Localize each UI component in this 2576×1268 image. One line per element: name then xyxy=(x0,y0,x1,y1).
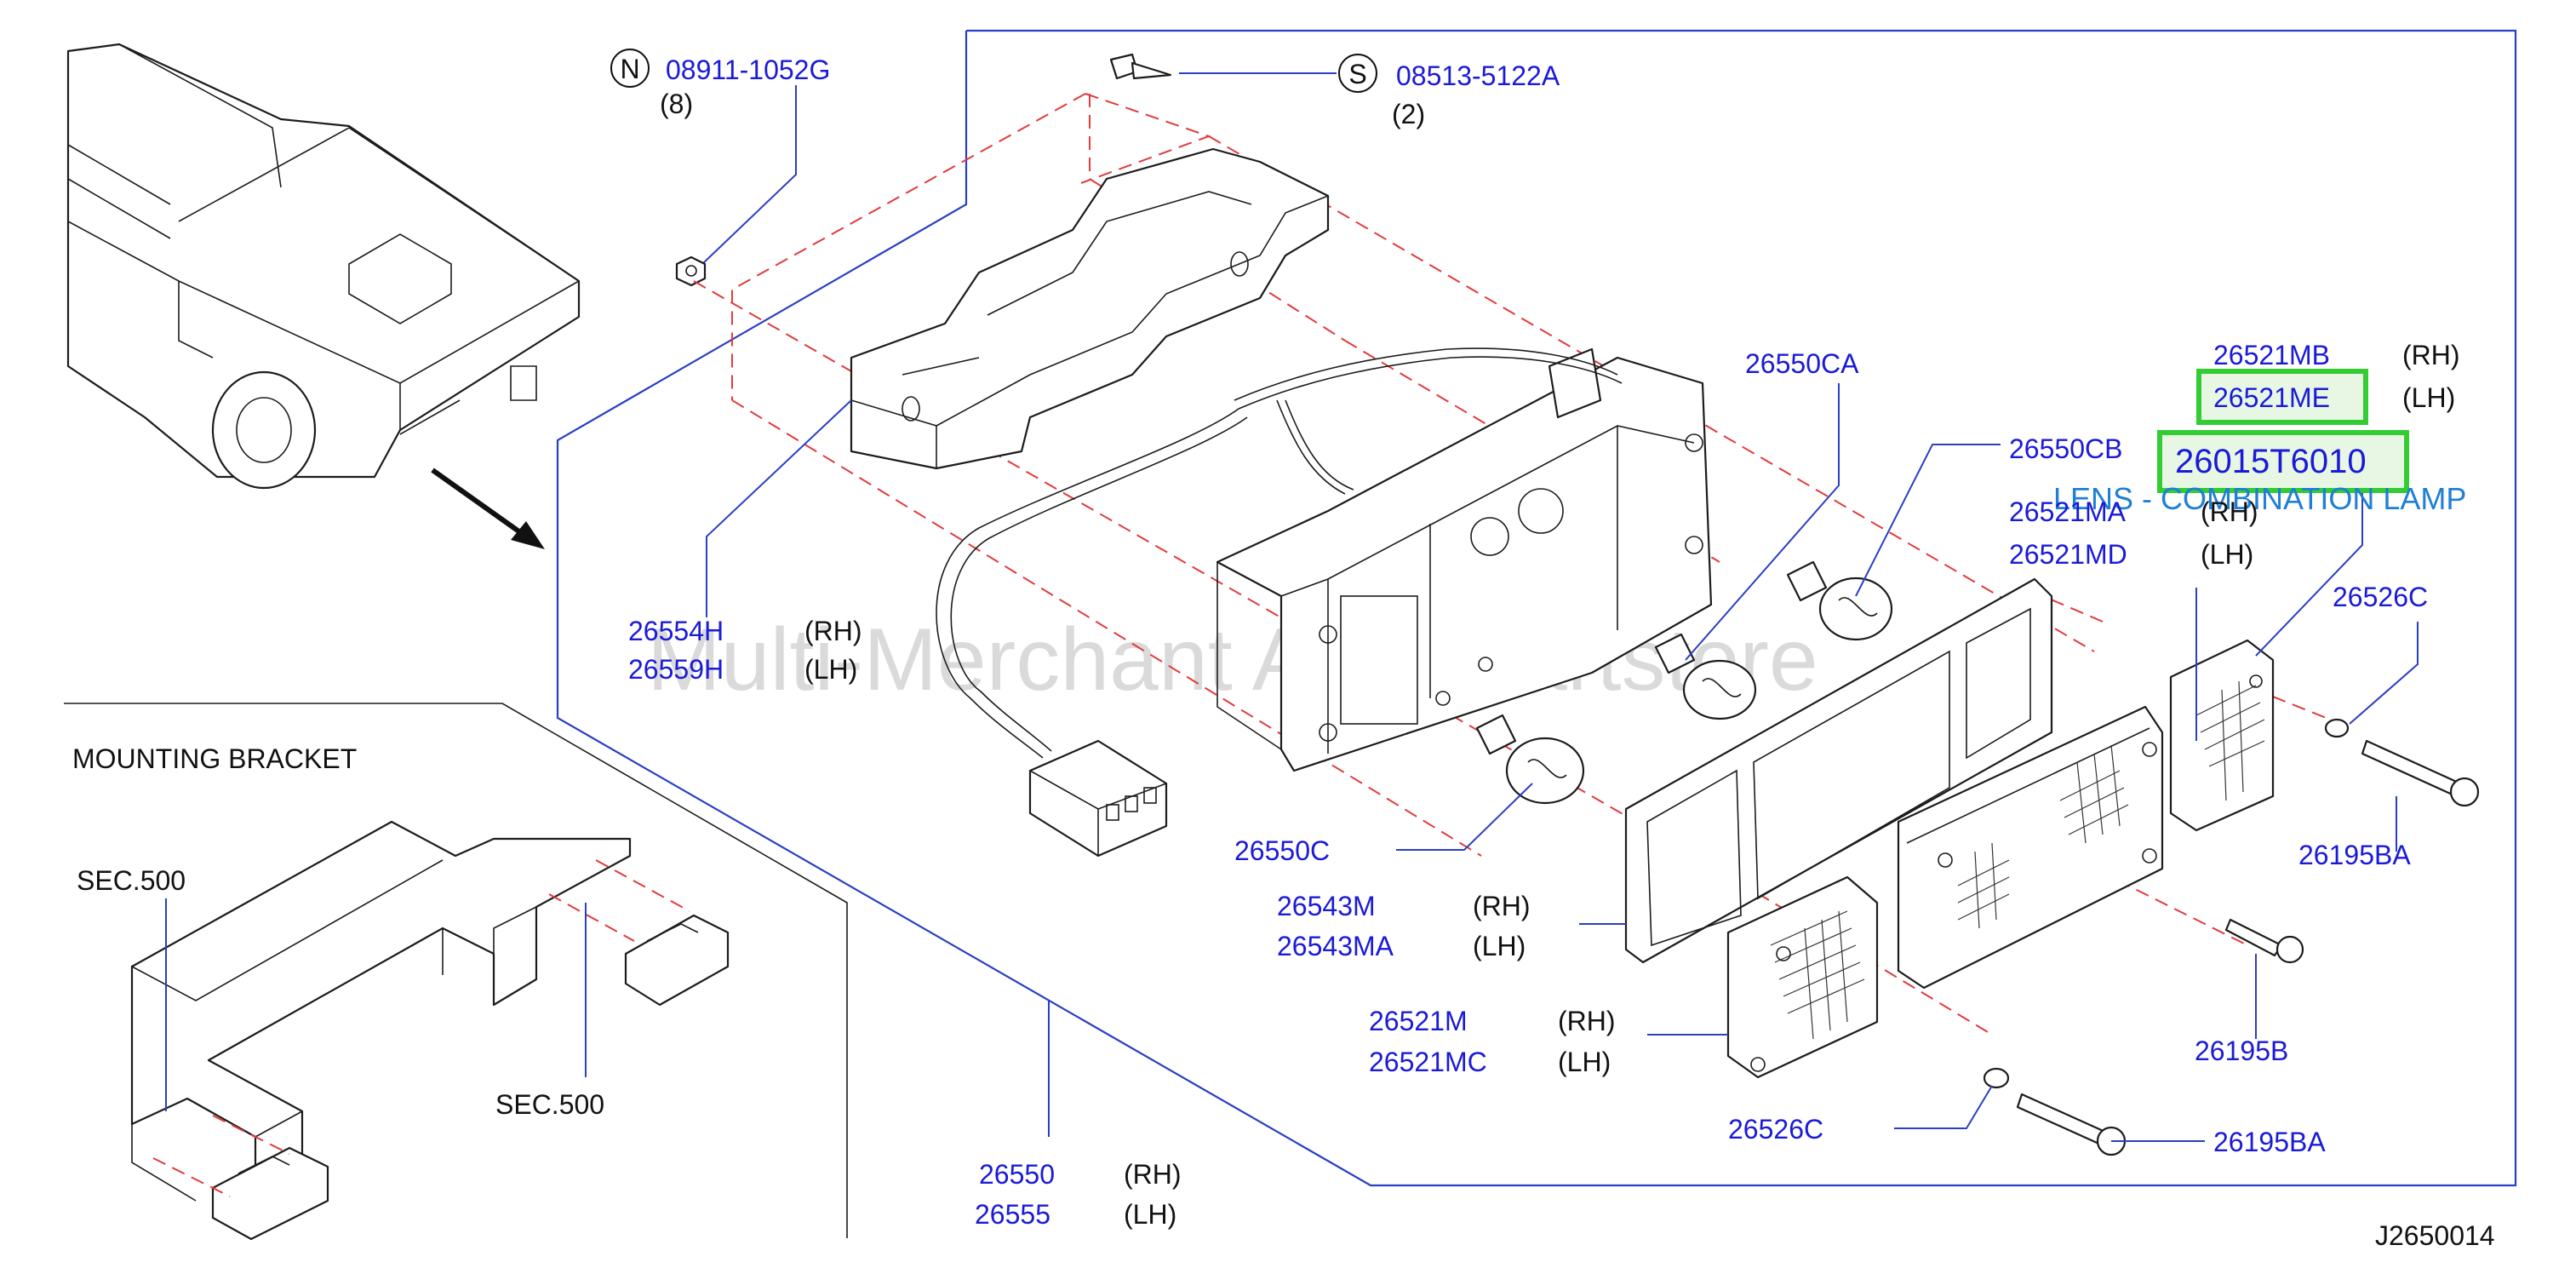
label-26550: 26550 xyxy=(979,1159,1055,1190)
screw-icon xyxy=(1109,53,1172,80)
nut-icon xyxy=(675,255,707,287)
label-26550ca: 26550CA xyxy=(1745,348,1859,379)
bracket-section-border xyxy=(64,703,848,1238)
sec-ref-right: SEC.500 xyxy=(495,1089,604,1120)
label-26521m: 26521M xyxy=(1369,1006,1468,1036)
screw-symbol: S xyxy=(1338,54,1377,93)
nut-part-number: 08911-1052G xyxy=(666,55,830,85)
wire-harness xyxy=(936,347,1623,759)
washer-icon-upper xyxy=(2324,718,2350,738)
bracket-guide-2 xyxy=(595,859,690,912)
label-26554h: 26554H xyxy=(628,616,724,646)
label-26559h: 26559H xyxy=(628,654,724,685)
label-26526c-upper: 26526C xyxy=(2333,582,2428,612)
label-26195ba-lower: 26195BA xyxy=(2213,1127,2326,1157)
nut-leader xyxy=(701,85,797,265)
bulb-icon-ca xyxy=(1654,633,1757,720)
side-26521ma: (RH) xyxy=(2201,496,2258,527)
label-26521me: 26521ME xyxy=(2213,382,2330,413)
screw-symbol-letter: S xyxy=(1348,59,1366,89)
side-26521me: (LH) xyxy=(2402,382,2455,413)
washer-icon-lower xyxy=(1983,1067,2010,1089)
gasket xyxy=(1624,577,2053,964)
label-26543m: 26543M xyxy=(1277,891,1376,921)
label-26521md: 26521MD xyxy=(2009,539,2127,570)
screw-qty: (2) xyxy=(1392,99,1425,129)
highlight-box-26521me xyxy=(2196,369,2368,425)
label-26521ma: 26521MA xyxy=(2009,496,2127,527)
bracket-guide-3 xyxy=(152,1157,231,1197)
lens-small-lower xyxy=(1726,875,1879,1079)
diagram-frame xyxy=(556,29,2517,1187)
screw-icon-26195b xyxy=(2224,918,2304,964)
bulb-icon-c xyxy=(1475,714,1585,805)
label-26550cb: 26550CB xyxy=(2009,433,2122,464)
sec-ref-left: SEC.500 xyxy=(77,865,186,896)
side-26521mc: (LH) xyxy=(1558,1047,1611,1077)
label-26521mc: 26521MC xyxy=(1369,1047,1487,1077)
diagram-code: J2650014 xyxy=(2375,1220,2495,1251)
side-26555: (LH) xyxy=(1124,1199,1176,1230)
truck-illustration xyxy=(66,43,581,490)
label-26555: 26555 xyxy=(975,1199,1050,1230)
highlighted-part-number[interactable]: 26015T6010 xyxy=(2175,443,2367,480)
screw-icon-26195ba-upper xyxy=(2361,739,2480,807)
bracket-guide-1 xyxy=(548,893,635,942)
side-26554h: (RH) xyxy=(804,616,862,646)
label-26543ma: 26543MA xyxy=(1277,931,1394,961)
lens-main xyxy=(1897,705,2164,990)
side-26521md: (LH) xyxy=(2201,539,2253,570)
mounting-bracket xyxy=(850,147,1330,470)
lamp-housing xyxy=(1216,347,1713,772)
side-26543ma: (LH) xyxy=(1473,931,1526,961)
screw-part-number: 08513-5122A xyxy=(1396,60,1560,91)
screw-icon-26195ba-lower xyxy=(2016,1093,2127,1156)
mounting-bracket-detail xyxy=(130,820,632,1202)
section-title: MOUNTING BRACKET xyxy=(72,743,357,774)
connector xyxy=(1028,739,1168,858)
label-26550c: 26550C xyxy=(1234,835,1330,866)
label-26521mb: 26521MB xyxy=(2213,340,2330,370)
bracket-clip-upper xyxy=(624,914,730,1007)
label-26195ba-upper: 26195BA xyxy=(2298,840,2411,870)
bracket-clip-lower xyxy=(211,1146,329,1241)
nut-symbol: N xyxy=(610,49,650,88)
side-26521m: (RH) xyxy=(1558,1006,1616,1036)
side-26550: (RH) xyxy=(1124,1159,1182,1190)
highlight-box-part[interactable] xyxy=(2157,430,2409,493)
lens-small-upper xyxy=(2169,639,2275,832)
side-26559h: (LH) xyxy=(804,654,857,685)
bulb-icon-cb xyxy=(1786,560,1893,641)
label-26526c-lower: 26526C xyxy=(1728,1114,1823,1145)
bracket-guide-4 xyxy=(212,1115,290,1155)
highlighted-part-description: LENS - COMBINATION LAMP xyxy=(2053,481,2466,516)
label-26195b: 26195B xyxy=(2195,1036,2288,1066)
nut-symbol-letter: N xyxy=(620,54,639,84)
side-26543m: (RH) xyxy=(1473,891,1531,921)
direction-arrow xyxy=(431,468,545,549)
nut-qty: (8) xyxy=(660,89,693,119)
side-26521mb: (RH) xyxy=(2402,340,2460,370)
